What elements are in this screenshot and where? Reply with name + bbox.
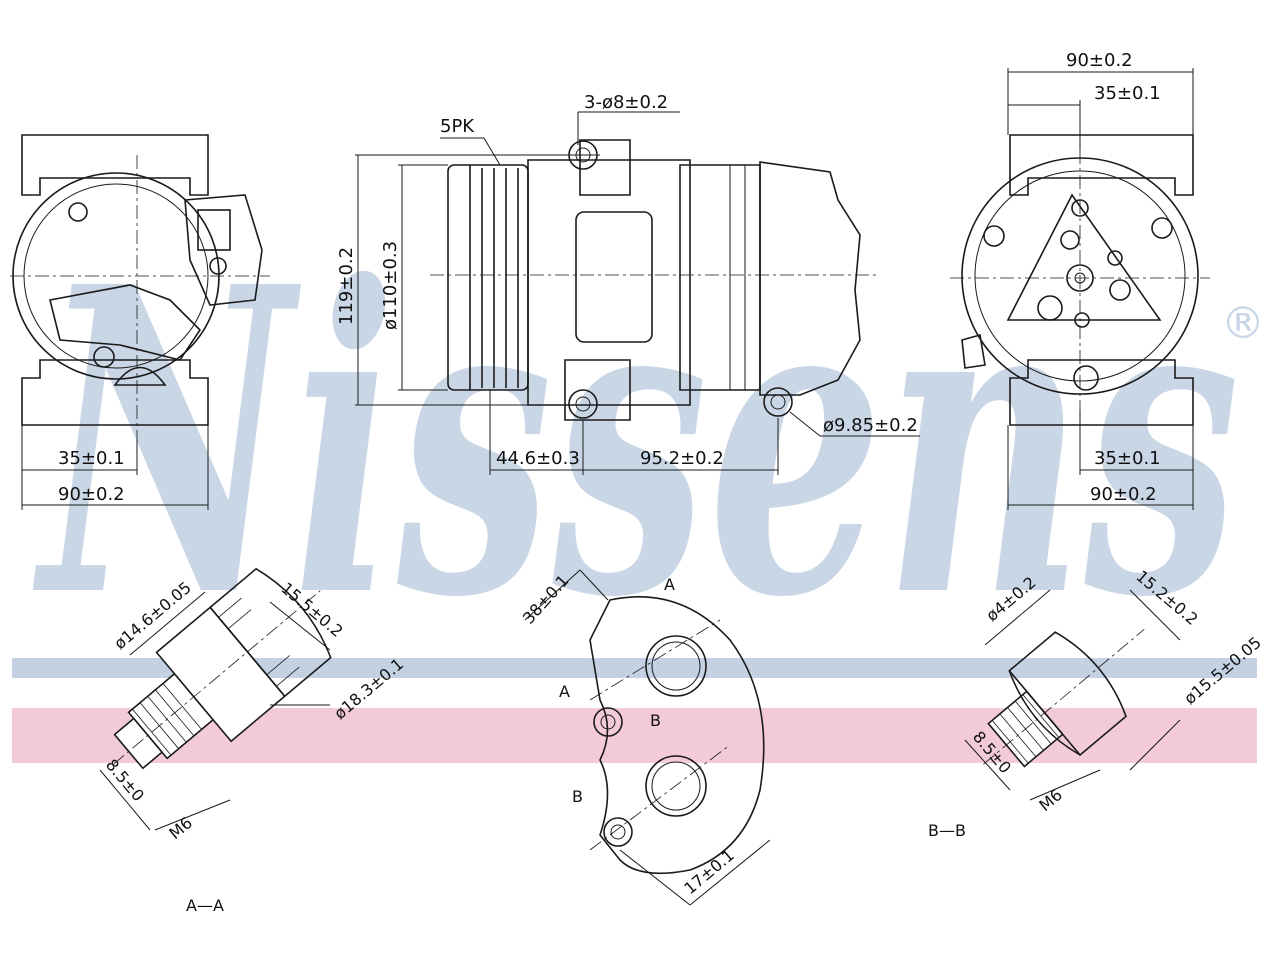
left-dim-90: 90±0.2 — [58, 484, 125, 505]
right-dim-35-top: 35±0.1 — [1094, 83, 1161, 104]
belt-label: 5PK — [440, 116, 475, 137]
b-thread-m6: M6 — [1035, 785, 1066, 815]
flange-mark-b-low: B — [572, 787, 583, 806]
dim-dia-110: ø110±0.3 — [380, 241, 401, 330]
section-a-label: A—A — [186, 896, 224, 915]
registered-mark: ® — [1221, 298, 1265, 349]
right-end-view: 90±0.2 35±0.1 35±0.1 90±0.2 — [950, 50, 1210, 510]
side-view: 119±0.2 ø110±0.3 5PK 3-ø8±0.2 44.6±0.3 9… — [336, 92, 920, 475]
right-dim-90-top: 90±0.2 — [1066, 50, 1133, 71]
dim-44-6: 44.6±0.3 — [496, 448, 580, 469]
right-dim-35-bottom: 35±0.1 — [1094, 448, 1161, 469]
brand-watermark: Nissens ® — [12, 197, 1265, 763]
left-end-view: 35±0.1 90±0.2 — [10, 134, 270, 510]
a-thread-m6: M6 — [165, 813, 196, 843]
section-b-label: B—B — [928, 821, 966, 840]
flange-mark-a-top: A — [664, 575, 675, 594]
right-dim-90-bottom: 90±0.2 — [1090, 484, 1157, 505]
dim-95-2: 95.2±0.2 — [640, 448, 724, 469]
flange-dim-17: 17±0.1 — [680, 845, 738, 898]
holes-label: 3-ø8±0.2 — [584, 92, 668, 113]
left-dim-35: 35±0.1 — [58, 448, 125, 469]
flange-mark-a-side: A — [559, 682, 570, 701]
watermark-text: Nissens — [31, 197, 1240, 690]
dim-dia-9-85: ø9.85±0.2 — [823, 415, 918, 436]
flange-mark-b-side: B — [650, 711, 661, 730]
dim-119: 119±0.2 — [336, 247, 357, 325]
